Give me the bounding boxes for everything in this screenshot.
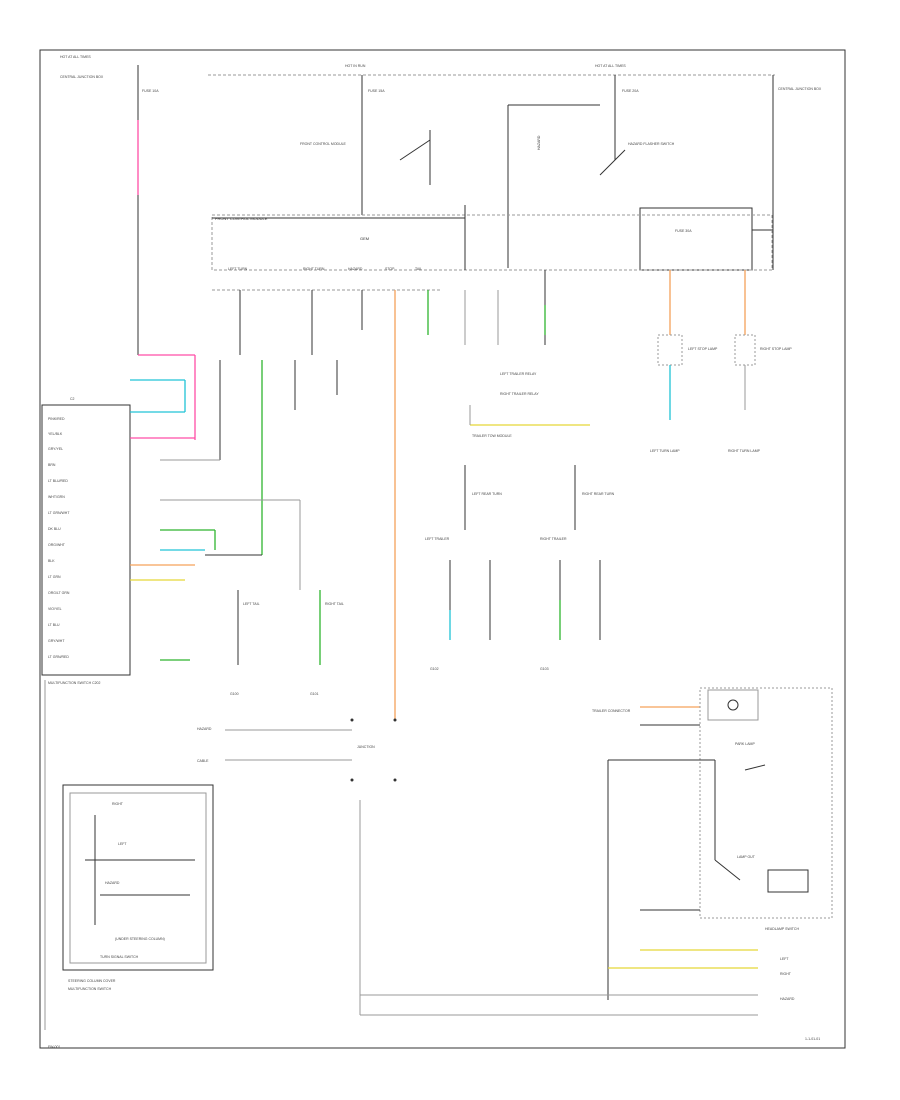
pin-label-3: HAZARD <box>348 267 363 271</box>
footer-right: 1-1-01-01 <box>805 1037 820 1041</box>
out-label-1: LEFT <box>780 957 789 961</box>
pin-6: LT GRN/WHT <box>48 511 70 515</box>
pin-1: YEL/BLK <box>48 432 63 436</box>
fuse-right-box <box>639 207 753 271</box>
label-hazard-in: HAZARD <box>197 727 212 731</box>
label-left-lamp-out: LEFT TURN LAMP <box>650 449 680 453</box>
pin-10: LT GRN <box>48 575 61 579</box>
label-left-conn: LEFT TRAILER <box>425 537 450 541</box>
ground-g1: G100 <box>230 692 239 696</box>
junction-dot-4 <box>393 778 397 782</box>
pin-11: ORG/LT GRN <box>48 591 70 595</box>
label-lighting-module: TRAILER TOW MODULE <box>472 434 512 438</box>
diagram-frame <box>39 49 846 1049</box>
label-hot-left: HOT AT ALL TIMES <box>60 55 91 59</box>
pin-label-4: STOP <box>385 267 395 271</box>
label-right-turn-rear: RIGHT REAR TURN <box>582 492 615 496</box>
ground-g2: G101 <box>310 692 319 696</box>
label-fuse3: FUSE 30A <box>675 229 692 233</box>
label-trailer-conn: TRAILER CONNECTOR <box>592 709 631 713</box>
label-park-lamp: PARK LAMP <box>735 742 755 746</box>
label-hot-start: HOT AT ALL TIMES <box>595 64 626 68</box>
out-label-3: HAZARD <box>780 997 795 1001</box>
pin-2: GRY/YEL <box>48 447 63 451</box>
label-trailer-relay-r: RIGHT TRAILER RELAY <box>500 392 539 396</box>
label-junction: JUNCTION <box>357 745 375 749</box>
label-fuse-left: FUSE 10A <box>142 89 159 93</box>
pin-5: WHT/GRN <box>48 495 65 499</box>
label-left-tail: LEFT TAIL <box>243 602 260 606</box>
lamp-left <box>657 334 683 366</box>
label-right-conn: RIGHT TRAILER <box>540 537 567 541</box>
pin-4: LT BLU/RED <box>48 479 68 483</box>
pin-3: BRN <box>48 463 56 467</box>
turn-signal-inner <box>69 792 207 964</box>
turn-signal-switch <box>62 784 214 971</box>
ground-g3: G102 <box>430 667 439 671</box>
label-cable: CABLE <box>197 759 209 763</box>
connector-pins: PINK/RED YEL/BLK GRY/YEL BRN LT BLU/RED … <box>48 417 70 659</box>
connector-block <box>41 404 131 676</box>
pin-0: PINK/RED <box>48 417 65 421</box>
label-fuse-left-box: CENTRAL JUNCTION BOX <box>60 75 104 79</box>
pin-label-2: RIGHT TURN <box>303 267 325 271</box>
label-fuse1: FUSE 15A <box>368 89 385 93</box>
pin-label-5: TAIL <box>415 267 422 271</box>
label-ts-inner: (UNDER STEERING COLUMN) <box>115 937 165 941</box>
switch-1 <box>399 139 431 161</box>
pin-14: GRY/WHT <box>48 639 65 643</box>
ground-g4: G103 <box>540 667 549 671</box>
lamp-right <box>734 334 756 366</box>
trailer-connector <box>707 689 759 721</box>
label-flasher: HAZARD <box>537 135 541 150</box>
label-steering-cover: STEERING COLUMN COVER <box>68 979 116 983</box>
switch-2 <box>599 149 626 176</box>
label-hot-run: HOT IN RUN <box>345 64 366 68</box>
label-stop-left: LEFT STOP LAMP <box>688 347 718 351</box>
trailer-connector-symbol <box>727 699 739 711</box>
label-turn-signal-switch: TURN SIGNAL SWITCH <box>100 955 139 959</box>
connector-title: C2 <box>70 397 75 401</box>
label-left-ts: LEFT <box>118 842 127 846</box>
pin-7: DK BLU <box>48 527 61 531</box>
junction-dot-1 <box>350 718 354 722</box>
out-label-2: RIGHT <box>780 972 792 976</box>
hs-relay <box>767 869 809 893</box>
label-hazard-switch: HAZARD FLASHER SWITCH <box>628 142 675 146</box>
hs-link <box>714 859 741 881</box>
pin-9: BLK <box>48 559 55 563</box>
pin-label-1: LEFT TURN <box>228 267 248 271</box>
label-fuse2: FUSE 20A <box>622 89 639 93</box>
label-mf-switch: MULTIFUNCTION SWITCH <box>68 987 112 991</box>
label-fcm: FRONT CONTROL MODULE <box>300 142 347 146</box>
label-stop-right: RIGHT STOP LAMP <box>760 347 792 351</box>
hs-switch <box>744 764 766 771</box>
connector-caption: MULTIFUNCTION SWITCH C202 <box>48 681 100 685</box>
headlamp-switch-area <box>699 687 833 919</box>
junction-dot-3 <box>350 778 354 782</box>
junction-dot-2 <box>393 718 397 722</box>
label-trailer-relay-l: LEFT TRAILER RELAY <box>500 372 537 376</box>
label-hazard-ts: HAZARD <box>105 881 120 885</box>
label-lamp-out: LAMP OUT <box>737 855 756 859</box>
label-fuse-right-box: CENTRAL JUNCTION BOX <box>778 87 822 91</box>
pin-8: ORG/WHT <box>48 543 66 547</box>
label-headlamp-switch: HEADLAMP SWITCH <box>765 927 799 931</box>
pin-15: LT GRN/RED <box>48 655 69 659</box>
label-gem: GEM <box>360 236 369 241</box>
label-right-ts: RIGHT <box>112 802 124 806</box>
pin-12: VIO/YEL <box>48 607 62 611</box>
footer-left: FW-001 <box>48 1045 60 1049</box>
label-right-lamp-out: RIGHT TURN LAMP <box>728 449 761 453</box>
gem-module <box>211 214 773 271</box>
label-left-turn-rear: LEFT REAR TURN <box>472 492 502 496</box>
pin-13: LT BLU <box>48 623 60 627</box>
label-right-tail: RIGHT TAIL <box>325 602 344 606</box>
